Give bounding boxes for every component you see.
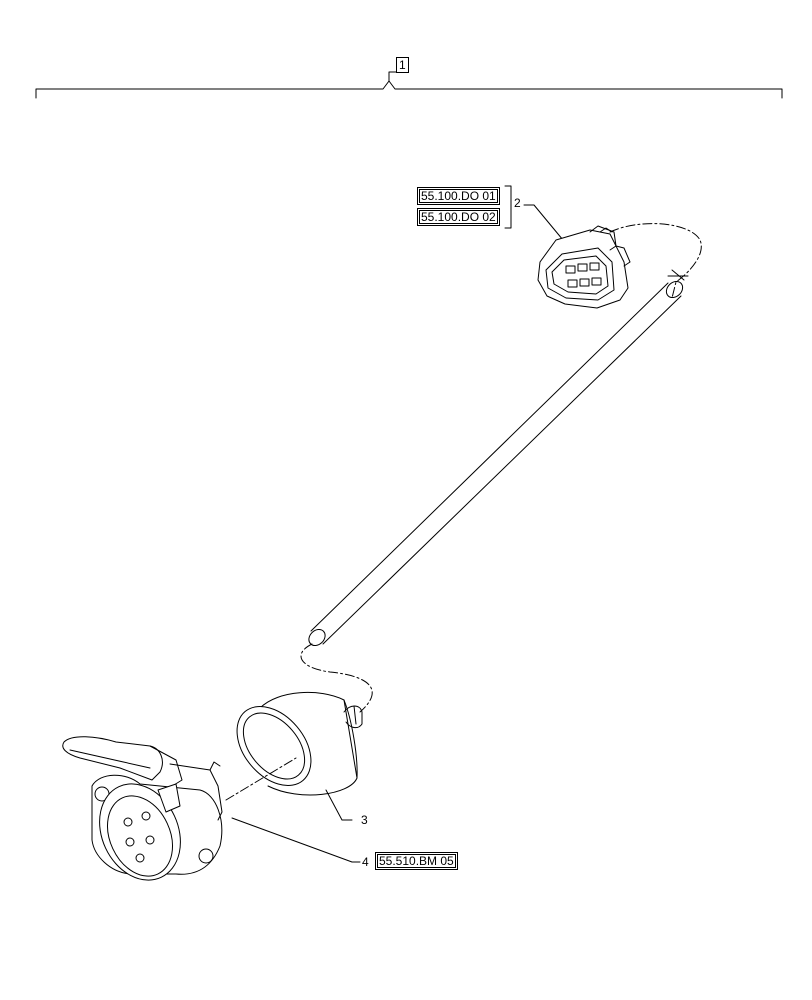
socket-callout: 4 bbox=[362, 855, 369, 869]
sleeve-part bbox=[236, 691, 363, 796]
connector-callout: 2 bbox=[514, 196, 521, 210]
leader-line-4 bbox=[231, 817, 361, 863]
wire-path-upper bbox=[609, 223, 702, 299]
assembly-callout: 1 bbox=[396, 57, 409, 73]
wire-tie bbox=[667, 269, 689, 281]
axis-line bbox=[225, 757, 297, 801]
leader-line-3 bbox=[325, 789, 353, 821]
assembly-bracket bbox=[35, 71, 783, 99]
socket-part bbox=[62, 736, 223, 881]
cable-sheath bbox=[308, 280, 684, 647]
socket-reference: 55.510.BM 05 bbox=[375, 852, 458, 870]
reference-bracket bbox=[504, 185, 512, 229]
connector-body bbox=[537, 225, 631, 309]
leader-line-2 bbox=[523, 204, 564, 241]
wire-path-lower bbox=[300, 643, 373, 713]
connector-reference-1: 55.100.DO 01 bbox=[417, 187, 500, 205]
sleeve-callout: 3 bbox=[361, 813, 368, 827]
connector-reference-2: 55.100.DO 02 bbox=[417, 208, 500, 226]
